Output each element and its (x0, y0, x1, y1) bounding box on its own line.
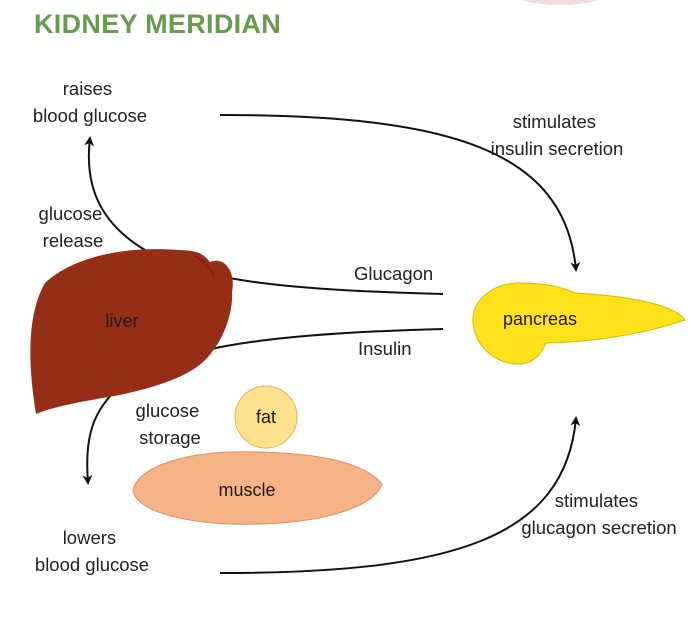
glucagon-label: Glucagon (354, 263, 433, 284)
stimulates-insulin-label: stimulates insulin secretion (491, 111, 624, 159)
glucose-storage-label: glucose storage (136, 400, 205, 448)
pancreas-shape (472, 282, 686, 365)
lowers-label: lowers blood glucose (35, 527, 149, 575)
liver-label: liver (105, 311, 138, 331)
fat-shape (234, 385, 298, 449)
stimulates-glucagon-label: stimulates glucagon secretion (521, 490, 676, 538)
muscle-label: muscle (218, 480, 275, 500)
liver-lobe-line (194, 255, 215, 277)
pancreas-label: pancreas (503, 309, 577, 329)
arrow-to-pancreas-top (219, 114, 581, 272)
raises-label: raises blood glucose (33, 78, 147, 126)
liver-shape (30, 249, 233, 414)
page-title: KIDNEY MERIDIAN (34, 9, 281, 39)
arrow-to-pancreas-bottom (219, 416, 581, 574)
glucose-release-label: glucose release (39, 203, 108, 251)
insulin-label: Insulin (358, 338, 411, 359)
fat-label: fat (256, 407, 276, 427)
corner-decoration (520, 0, 600, 5)
muscle-shape (132, 451, 383, 525)
